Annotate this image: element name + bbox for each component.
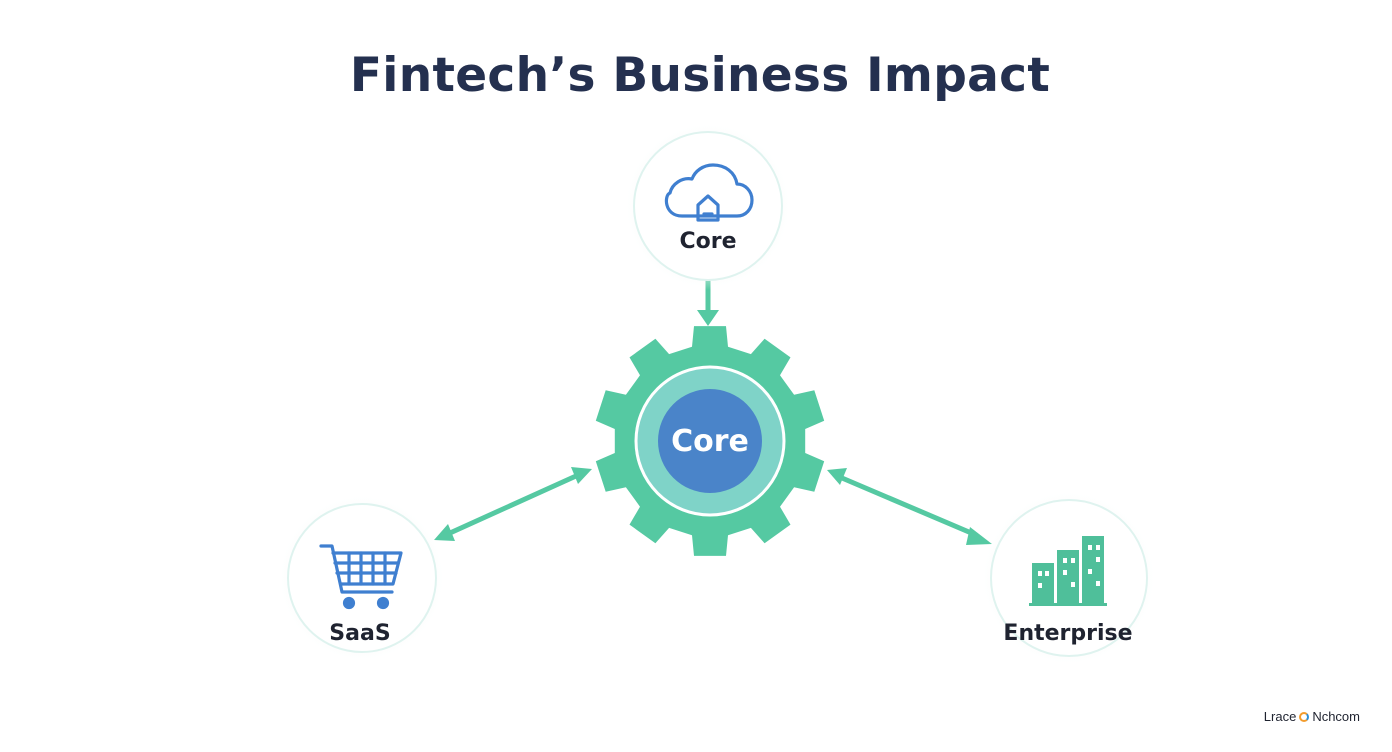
- logo-icon: [1299, 711, 1310, 722]
- node-left: SaaS: [278, 494, 446, 662]
- connector-core-to-enterprise: [827, 468, 992, 545]
- building-bars-icon: [1029, 536, 1107, 606]
- cloud-home-icon: [664, 163, 754, 222]
- watermark-left-text: Lrace: [1263, 709, 1297, 724]
- gear-icon: Core: [595, 326, 825, 556]
- node-top: Core: [624, 122, 792, 290]
- center-core-label: Core: [671, 424, 749, 459]
- connector-core-to-saas: [434, 467, 592, 541]
- watermark-right-text: Nchcom: [1312, 709, 1360, 724]
- node-top-label: Core: [679, 229, 736, 254]
- page-title: Fintech’s Business Impact: [349, 48, 1051, 103]
- node-right-label: Enterprise: [1003, 621, 1132, 646]
- node-right: Enterprise: [981, 490, 1157, 666]
- node-left-label: SaaS: [329, 621, 390, 646]
- shopping-cart-icon: [319, 544, 403, 610]
- watermark: Lrace Nchcom: [1264, 709, 1360, 724]
